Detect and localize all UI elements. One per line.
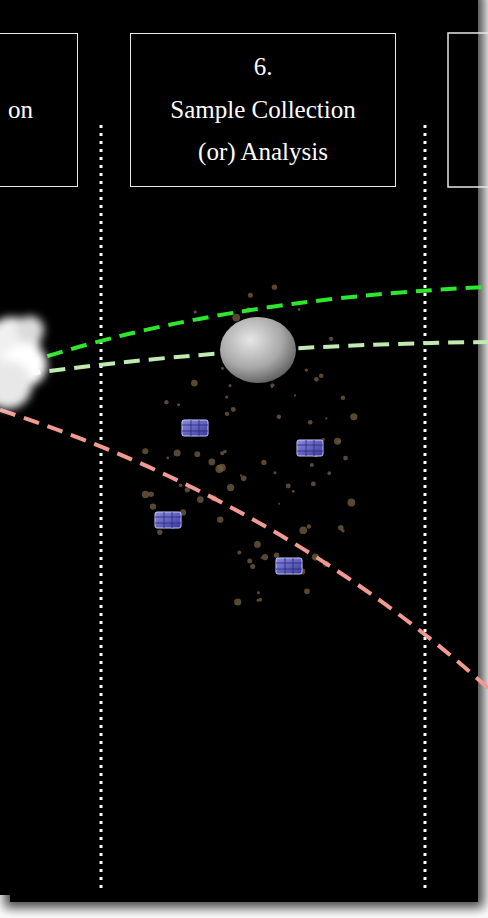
- gas-cloud: [0, 316, 47, 409]
- debris-field: [142, 285, 358, 606]
- debris-rock: [258, 598, 262, 602]
- debris-rock: [272, 285, 277, 290]
- debris-rock: [218, 464, 226, 472]
- stage-box: 6.Sample Collection (or) Analysis: [130, 33, 396, 187]
- debris-rock: [197, 496, 204, 503]
- debris-rock: [142, 448, 148, 454]
- debris-rock: [299, 526, 307, 534]
- debris-rock: [247, 558, 252, 563]
- debris-rock: [194, 451, 200, 457]
- asteroid: [220, 317, 296, 383]
- debris-rock: [278, 503, 280, 505]
- probe-satellite: [276, 558, 302, 574]
- debris-rock: [319, 374, 323, 378]
- debris-rock: [260, 557, 262, 559]
- debris-rock: [234, 598, 241, 605]
- stage-divider: [424, 125, 427, 888]
- debris-rock: [334, 438, 341, 445]
- debris-rock: [194, 310, 197, 313]
- space-ground: [10, 0, 478, 902]
- debris-rock: [221, 367, 224, 370]
- debris-rock: [240, 474, 242, 476]
- debris-rock: [329, 337, 333, 341]
- debris-rock: [304, 588, 310, 594]
- partial-stage-box: [448, 33, 488, 187]
- debris-rock: [225, 395, 228, 398]
- debris-rock: [338, 440, 341, 443]
- stage-label: Sample Collection (or) Analysis: [153, 89, 373, 174]
- debris-rock: [270, 383, 274, 387]
- debris-rock: [237, 551, 241, 555]
- debris-rock: [347, 499, 355, 507]
- debris-rock: [231, 407, 236, 412]
- debris-rock: [273, 471, 276, 474]
- debris-rock: [220, 451, 224, 455]
- trajectory-pink: [0, 410, 488, 688]
- debris-rock: [257, 591, 260, 594]
- debris-rock: [341, 396, 345, 400]
- debris-rock: [232, 314, 240, 322]
- debris-rock: [310, 463, 314, 467]
- debris-rock: [311, 482, 316, 487]
- debris-rock: [164, 400, 168, 404]
- probe-satellite: [297, 440, 323, 456]
- debris-rock: [277, 415, 281, 419]
- debris-rock: [177, 403, 180, 406]
- debris-rock: [294, 394, 296, 396]
- debris-rock: [174, 450, 181, 457]
- debris-rock: [225, 412, 229, 416]
- debris-rock: [298, 308, 301, 311]
- debris-rock: [305, 368, 308, 371]
- stage-label: on: [8, 89, 33, 132]
- stage-number: 6.: [254, 46, 273, 89]
- debris-rock: [308, 420, 313, 425]
- debris-rock: [157, 530, 162, 535]
- debris-rock: [262, 554, 268, 560]
- debris-rock: [286, 484, 291, 489]
- debris-rock: [228, 384, 231, 387]
- debris-rock: [314, 377, 319, 382]
- debris-rock: [208, 459, 215, 466]
- debris-rock: [142, 491, 149, 498]
- satellites: [155, 420, 323, 574]
- debris-rock: [248, 293, 253, 298]
- debris-rock: [150, 503, 156, 509]
- debris-rock: [274, 552, 279, 557]
- debris-rock: [254, 541, 261, 548]
- debris-rock: [327, 471, 331, 475]
- probe-satellite: [155, 512, 181, 528]
- stage-divider: [100, 125, 103, 888]
- debris-rock: [148, 492, 154, 498]
- debris-rock: [250, 564, 255, 569]
- debris-rock: [343, 456, 348, 461]
- debris-rock: [179, 484, 183, 488]
- partial-stage-box: on: [0, 33, 78, 187]
- debris-rock: [191, 380, 198, 387]
- debris-rock: [307, 524, 311, 528]
- debris-rock: [261, 460, 266, 465]
- debris-rock: [325, 417, 327, 419]
- probe-satellite: [182, 420, 208, 436]
- debris-rock: [227, 484, 234, 491]
- debris-rock: [166, 457, 169, 460]
- debris-rock: [341, 529, 344, 532]
- debris-rock: [350, 413, 357, 420]
- debris-rock: [292, 490, 295, 493]
- debris-rock: [217, 516, 223, 522]
